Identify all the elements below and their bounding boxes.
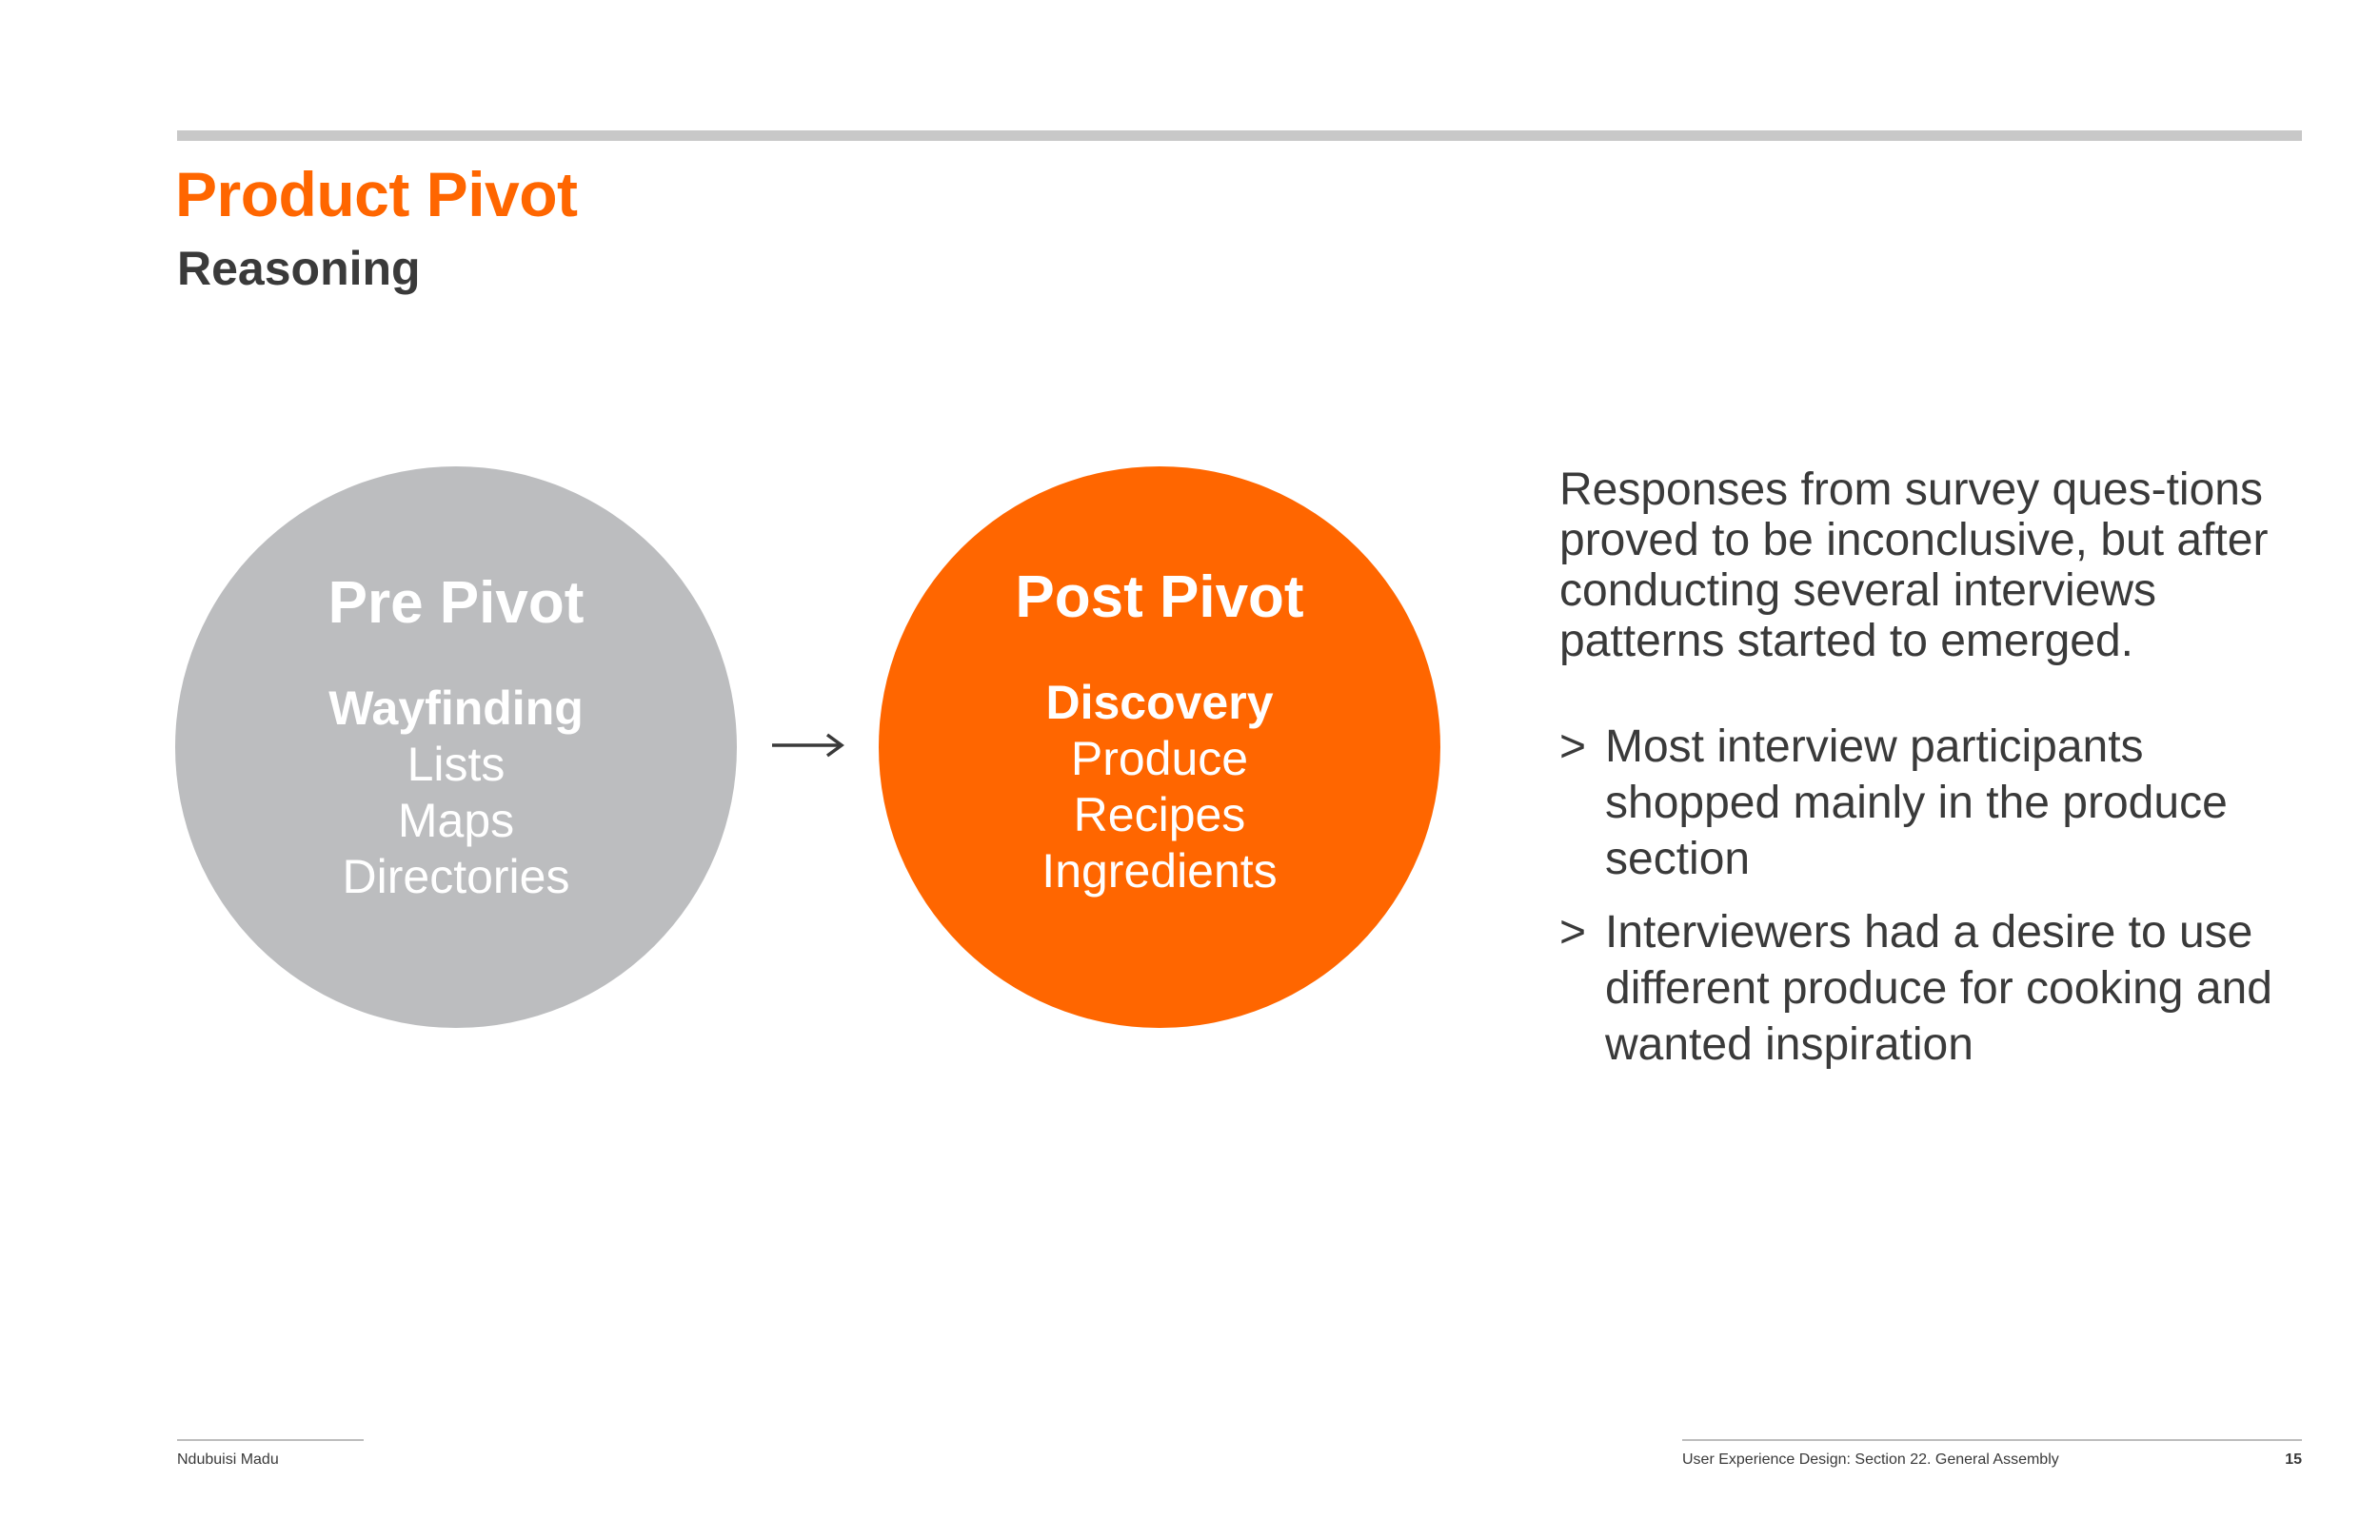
reasoning-bullet: > Interviewers had a desire to use diffe… — [1559, 904, 2302, 1073]
footer-divider-right — [1682, 1439, 2302, 1441]
post-pivot-item: Ingredients — [1041, 843, 1278, 898]
reasoning-panel: Responses from survey ques-tions proved … — [1559, 464, 2302, 1090]
post-pivot-circle: Post Pivot Discovery Produce Recipes Ing… — [879, 466, 1440, 1028]
pre-pivot-item: Directories — [342, 849, 570, 903]
pre-pivot-item: Lists — [407, 737, 506, 791]
page-subtitle: Reasoning — [177, 242, 421, 295]
pre-pivot-list: Lists Maps Directories — [328, 737, 585, 905]
post-pivot-content: Post Pivot Discovery Produce Recipes Ing… — [1015, 563, 1303, 898]
footer-course: User Experience Design: Section 22. Gene… — [1682, 1451, 2059, 1468]
pre-pivot-content: Pre Pivot Wayfinding Lists Maps Director… — [328, 568, 585, 904]
bullet-marker: > — [1559, 907, 1587, 958]
pre-pivot-circle: Pre Pivot Wayfinding Lists Maps Director… — [175, 466, 737, 1028]
post-pivot-item: Recipes — [1073, 787, 1246, 841]
reasoning-bullets: > Most interview participants shopped ma… — [1559, 719, 2302, 1073]
pre-pivot-item: Maps — [397, 793, 515, 847]
bullet-text: Most interview participants shopped main… — [1605, 721, 2228, 884]
pre-pivot-heading: Pre Pivot — [327, 570, 585, 637]
page-number: 15 — [2285, 1451, 2302, 1468]
arrow-right-icon — [772, 733, 844, 758]
post-pivot-item: Produce — [1070, 731, 1249, 785]
post-pivot-heading: Post Pivot — [1015, 564, 1304, 631]
post-pivot-list: Produce Recipes Ingredients — [1015, 731, 1303, 899]
footer-author: Ndubuisi Madu — [177, 1451, 279, 1468]
bullet-marker: > — [1559, 721, 1587, 772]
bullet-text: Interviewers had a desire to use differe… — [1605, 907, 2272, 1070]
page-title: Product Pivot — [175, 159, 578, 229]
reasoning-paragraph: Responses from survey ques-tions proved … — [1559, 464, 2269, 666]
top-divider — [177, 130, 2302, 141]
pre-pivot-lead: Wayfinding — [328, 681, 584, 735]
footer-divider-left — [177, 1439, 364, 1441]
reasoning-bullet: > Most interview participants shopped ma… — [1559, 719, 2302, 887]
post-pivot-lead: Discovery — [1045, 675, 1274, 729]
